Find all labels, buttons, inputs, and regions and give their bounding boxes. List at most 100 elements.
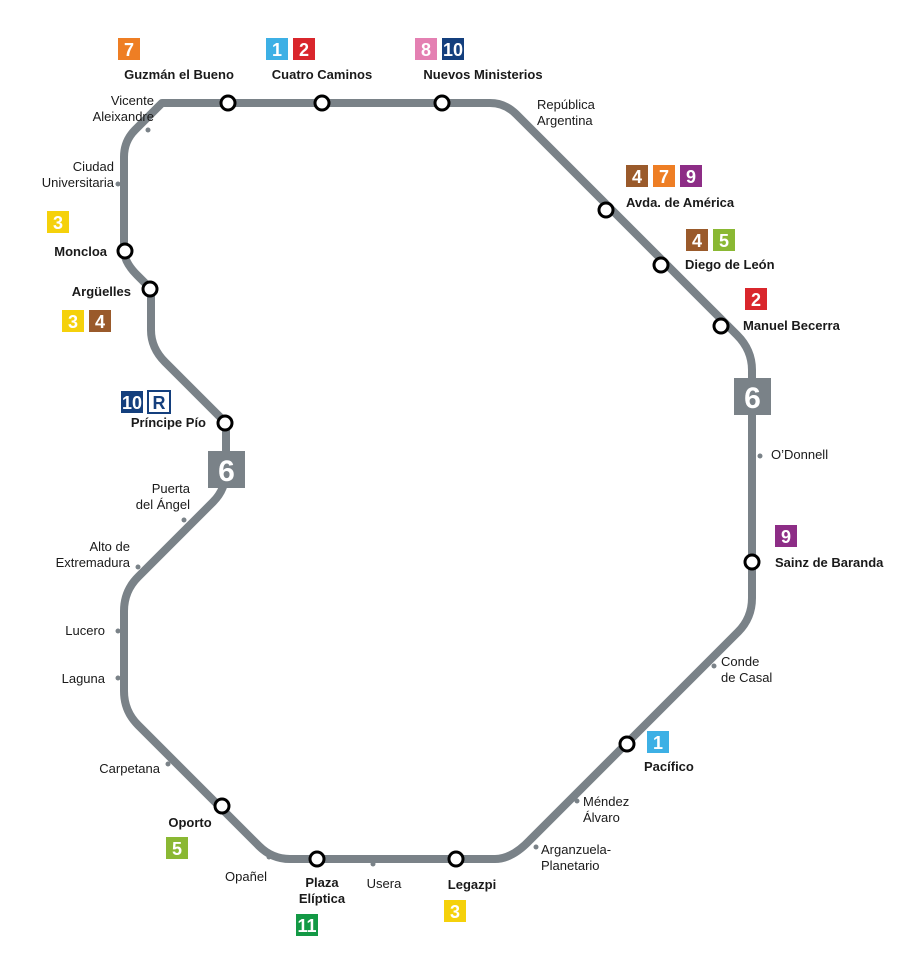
station-label-line: Sainz de Baranda — [775, 555, 884, 570]
station-label-line: Plaza — [305, 875, 339, 890]
transfer-badge-line-2[interactable]: 2 — [745, 288, 767, 310]
transfer-badge-bg — [653, 165, 675, 187]
transfer-badge-number: 8 — [421, 40, 431, 60]
station-marker-legazpi[interactable] — [447, 850, 465, 868]
transfer-badge-number: 1 — [653, 733, 663, 753]
station-dot-odonnell[interactable] — [757, 453, 763, 459]
station-dot-opanel[interactable] — [266, 854, 272, 860]
station-dot-republica-argentina[interactable] — [517, 115, 523, 121]
station-label-diego-de-leon[interactable]: Diego de León — [685, 257, 775, 272]
station-label-opanel[interactable]: Opañel — [225, 869, 267, 884]
station-dot-vicente-aleixandre[interactable] — [145, 127, 151, 133]
station-marker-plaza-eliptica[interactable] — [308, 850, 326, 868]
transfer-badge-line-4[interactable]: 4 — [89, 310, 111, 332]
transfer-badge-line-9[interactable]: 9 — [680, 165, 702, 187]
station-label-guzman-el-bueno[interactable]: Guzmán el Bueno — [124, 67, 234, 82]
transfer-badge-line-R[interactable]: R — [147, 390, 171, 414]
station-label-avda-de-america[interactable]: Avda. de América — [626, 195, 735, 210]
station-label-odonnell[interactable]: O’Donnell — [771, 447, 828, 462]
station-marker-moncloa[interactable] — [116, 242, 134, 260]
transfer-badge-line-4[interactable]: 4 — [686, 229, 708, 251]
line-6-badge-number: 6 — [218, 455, 235, 488]
transfer-badge-line-3[interactable]: 3 — [47, 211, 69, 233]
station-label-line: Cuatro Caminos — [272, 67, 372, 82]
station-label-oporto[interactable]: Oporto — [168, 815, 211, 830]
station-dot-usera[interactable] — [370, 861, 376, 867]
transfer-badge-line-8[interactable]: 8 — [415, 38, 437, 60]
station-label-laguna[interactable]: Laguna — [62, 671, 106, 686]
station-label-moncloa[interactable]: Moncloa — [54, 244, 107, 259]
station-label-line: Puerta — [152, 481, 191, 496]
station-dot-carpetana[interactable] — [165, 761, 171, 767]
transfer-badge-line-5[interactable]: 5 — [166, 837, 188, 859]
transfer-badge-line-1[interactable]: 1 — [266, 38, 288, 60]
station-label-pacifico[interactable]: Pacífico — [644, 759, 694, 774]
transfer-badge-bg — [680, 165, 702, 187]
station-dot-puerta-del-angel[interactable] — [181, 517, 187, 523]
station-marker-pacifico[interactable] — [618, 735, 636, 753]
station-label-line: Diego de León — [685, 257, 775, 272]
station-dot-ciudad-universitaria[interactable] — [115, 181, 121, 187]
station-label-legazpi[interactable]: Legazpi — [448, 877, 496, 892]
station-marker-arguelles[interactable] — [141, 280, 159, 298]
station-label-sainz-de-baranda[interactable]: Sainz de Baranda — [775, 555, 884, 570]
transfer-badge-bg — [626, 165, 648, 187]
station-label-carpetana[interactable]: Carpetana — [99, 761, 160, 776]
station-marker-guzman-el-bueno[interactable] — [219, 94, 237, 112]
transfer-badge-bg — [293, 38, 315, 60]
line-6-route — [120, 99, 756, 863]
transfer-badge-bg — [166, 837, 188, 859]
station-label-nuevos-ministerios[interactable]: Nuevos Ministerios — [423, 67, 542, 82]
transfer-badge-number: 5 — [172, 839, 182, 859]
station-marker-oporto[interactable] — [213, 797, 231, 815]
transfer-badge-line-10[interactable]: 10 — [121, 391, 143, 413]
transfer-badge-line-3[interactable]: 3 — [444, 900, 466, 922]
transfer-badge-line-1[interactable]: 1 — [647, 731, 669, 753]
station-dot-mendez-alvaro[interactable] — [574, 798, 580, 804]
transfer-badge-line-7[interactable]: 7 — [653, 165, 675, 187]
transfer-badge-line-7[interactable]: 7 — [118, 38, 140, 60]
station-marker-diego-de-leon[interactable] — [652, 256, 670, 274]
transfer-badge-number: 2 — [299, 40, 309, 60]
transfer-badge-line-10[interactable]: 10 — [442, 38, 464, 60]
transfer-badge-line-4[interactable]: 4 — [626, 165, 648, 187]
station-label-arganzuela-planetario[interactable]: Arganzuela-Planetario — [541, 842, 611, 873]
station-label-usera[interactable]: Usera — [367, 876, 402, 891]
station-label-manuel-becerra[interactable]: Manuel Becerra — [743, 318, 841, 333]
station-marker-principe-pio[interactable] — [216, 414, 234, 432]
transfer-badge-line-2[interactable]: 2 — [293, 38, 315, 60]
transfer-badge-line-3[interactable]: 3 — [62, 310, 84, 332]
transfer-badge-line-5[interactable]: 5 — [713, 229, 735, 251]
line-6-badge-number: 6 — [744, 382, 761, 415]
station-label-line: Ciudad — [73, 159, 114, 174]
transfer-badge-line-11[interactable]: 11 — [296, 914, 318, 936]
station-marker-cuatro-caminos[interactable] — [313, 94, 331, 112]
station-label-principe-pio[interactable]: Príncipe Pío — [131, 415, 206, 430]
station-marker-nuevos-ministerios[interactable] — [433, 94, 451, 112]
transfer-badge-bg — [62, 310, 84, 332]
station-dot-lucero[interactable] — [115, 628, 121, 634]
station-marker-manuel-becerra[interactable] — [712, 317, 730, 335]
station-marker-sainz-de-baranda[interactable] — [743, 553, 761, 571]
transfer-badge-number: R — [153, 393, 166, 413]
transfer-badge-number: 10 — [122, 393, 142, 413]
station-dot-alto-de-extremadura[interactable] — [135, 564, 141, 570]
station-dot-conde-de-casal[interactable] — [711, 663, 717, 669]
station-dot-arganzuela-planetario[interactable] — [533, 844, 539, 850]
station-label-lucero[interactable]: Lucero — [65, 623, 105, 638]
transfer-badge-number: 3 — [450, 902, 460, 922]
station-dot-laguna[interactable] — [115, 675, 121, 681]
station-label-cuatro-caminos[interactable]: Cuatro Caminos — [272, 67, 372, 82]
station-label-arguelles[interactable]: Argüelles — [72, 284, 131, 299]
transfer-badge-line-9[interactable]: 9 — [775, 525, 797, 547]
station-label-line: Extremadura — [56, 555, 131, 570]
station-marker-avda-de-america[interactable] — [597, 201, 615, 219]
